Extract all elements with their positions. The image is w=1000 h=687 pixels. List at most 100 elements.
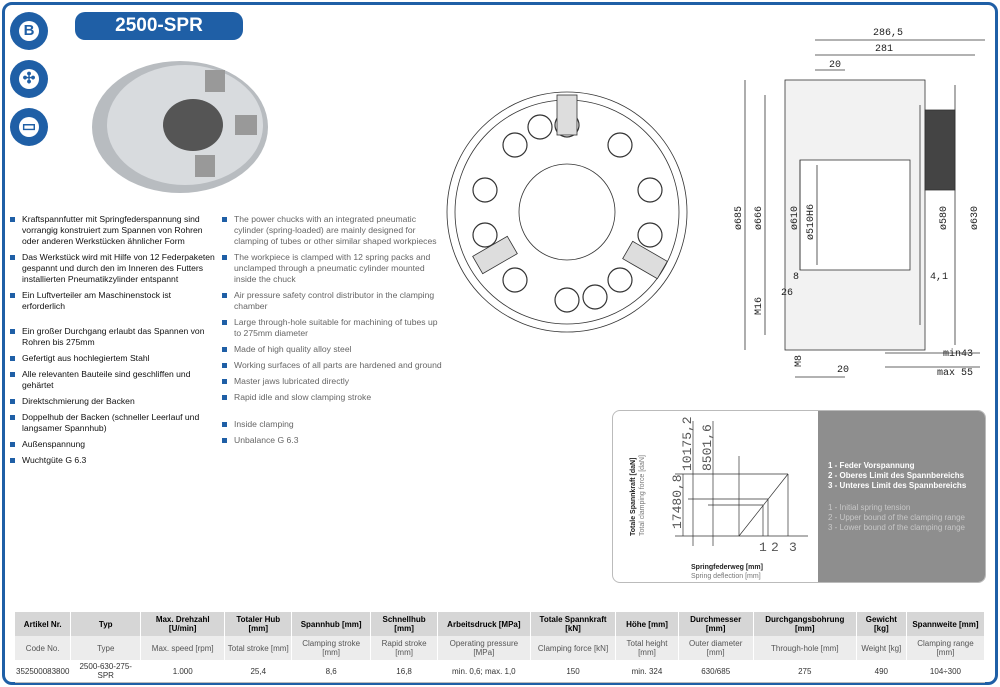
feature-de: Ein großer Durchgang erlaubt das Spannen… — [10, 326, 215, 348]
feature-de: Doppelhub der Backen (schneller Leerlauf… — [10, 412, 215, 434]
dim-8: 8 — [793, 272, 799, 283]
x-axis-label-en: Spring deflection [mm] — [691, 573, 761, 580]
table-cell: 25,4 — [224, 660, 293, 683]
dim-281: 281 — [875, 44, 893, 55]
product-photo — [92, 61, 268, 193]
header-cell: Spannhub [mm] — [291, 612, 372, 636]
header-cell-en: Clamping force [kN] — [530, 636, 617, 660]
technical-drawing: 286,5 281 20 ø685 ø666 ø610 ø510H6 ø580 … — [446, 28, 985, 379]
dim-min43: min43 — [943, 348, 973, 360]
features-english: The power chucks with an integrated pneu… — [222, 214, 447, 451]
header-cell: Arbeitsdruck [MPa] — [437, 612, 531, 636]
header-cell: Durchgangsbohrung [mm] — [753, 612, 857, 636]
dim-dia580: ø580 — [939, 206, 950, 230]
header-cell-en: Type — [70, 636, 142, 660]
dim-286-5: 286,5 — [873, 28, 903, 39]
x-tick: 1 — [759, 540, 767, 555]
dim-dia510: ø510H6 — [806, 204, 817, 240]
feature-en: Air pressure safety control distributor … — [222, 290, 447, 312]
legend-de: 2 - Oberes Limit des Spannbereichs — [828, 471, 965, 480]
header-cell-en: Weight [kg] — [856, 636, 907, 660]
feature-de: Kraftspannfutter mit Springfederspannung… — [10, 214, 215, 247]
force-label-1: 17480,8 — [670, 474, 685, 529]
dim-dia610: ø610 — [790, 206, 801, 230]
feature-en: The power chucks with an integrated pneu… — [222, 214, 447, 247]
feature-de: Wuchtgüte G 6.3 — [10, 455, 215, 466]
x-axis-label: Springfederweg [mm] — [691, 564, 763, 571]
table-cell: min. 324 — [615, 660, 679, 683]
force-label-3: 8501,6 — [700, 424, 715, 471]
feature-en: Made of high quality alloy steel — [222, 344, 447, 355]
feature-de: Alle relevanten Bauteile sind geschliffe… — [10, 369, 215, 391]
header-cell: Max. Drehzahl [U/min] — [140, 612, 226, 636]
feature-en: Large through-hole suitable for machinin… — [222, 317, 447, 339]
dim-max55: max 55 — [937, 368, 973, 379]
table-cell: 16,8 — [370, 660, 439, 683]
table-cell: 1.000 — [140, 660, 226, 683]
dim-26: 26 — [781, 288, 793, 299]
header-cell-en: Total stroke [mm] — [224, 636, 293, 660]
dim-dia666: ø666 — [754, 206, 765, 230]
header-cell: Durchmesser [mm] — [678, 612, 754, 636]
curve — [738, 473, 789, 537]
table-cell: 490 — [856, 660, 907, 683]
feature-de: Gefertigt aus hochlegiertem Stahl — [10, 353, 215, 364]
force-label-2: 10175,2 — [680, 416, 695, 471]
header-cell-en: Total height [mm] — [615, 636, 679, 660]
table-cell: 2500-630-275-SPR — [70, 660, 142, 683]
machine-icon: ▭ — [10, 108, 48, 146]
header-cell: Spannweite [mm] — [906, 612, 986, 636]
clamping-force-chart: 17480,8 10175,2 8501,6 1 2 3 Springfeder… — [612, 410, 986, 583]
table-cell: 104÷300 — [906, 660, 986, 683]
table-cell: 8,6 — [291, 660, 372, 683]
table-cell: 630/685 — [678, 660, 754, 683]
front-view — [446, 91, 688, 333]
header-cell-en: Rapid stroke [mm] — [370, 636, 439, 660]
x-tick: 3 — [789, 540, 797, 555]
table-cell: 352500083800 — [15, 660, 72, 683]
legend-en: 3 - Lower bound of the clamping range — [828, 523, 965, 532]
header-cell-en: Through-hole [mm] — [753, 636, 857, 660]
feature-en: The workpiece is clamped with 12 spring … — [222, 252, 447, 285]
dim-m16: M16 — [754, 297, 765, 315]
header-cell-en: Outer diameter [mm] — [678, 636, 754, 660]
product-title: 2500-SPR — [75, 12, 243, 40]
y-axis-label-en: Total clamping force [daN] — [639, 455, 646, 536]
header-cell: Gewicht [kg] — [856, 612, 907, 636]
feature-en: Unbalance G 6.3 — [222, 435, 447, 446]
header-cell-en: Operating pressure [MPa] — [437, 636, 531, 660]
legend-en: 1 - Initial spring tension — [828, 503, 911, 512]
header-cell-en: Clamping range [mm] — [906, 636, 986, 660]
feature-en: Working surfaces of all parts are harden… — [222, 360, 447, 371]
header-cell-en: Code No. — [15, 636, 72, 660]
dim-20: 20 — [829, 60, 841, 71]
header-cell: Totale Spannkraft [kN] — [530, 612, 617, 636]
feature-en: Rapid idle and slow clamping stroke — [222, 392, 447, 403]
feature-de: Direktschmierung der Backen — [10, 396, 215, 407]
table-cell: min. 0,6; max. 1,0 — [437, 660, 531, 683]
header-cell: Schnellhub [mm] — [370, 612, 439, 636]
chuck-jaws-icon: ✣ — [10, 60, 48, 98]
feature-de: Das Werkstück wird mit Hilfe von 12 Fede… — [10, 252, 215, 285]
header-cell: Höhe [mm] — [615, 612, 679, 636]
y-axis-label: Totale Spannkraft [daN] — [630, 458, 637, 536]
features-german: Kraftspannfutter mit Springfederspannung… — [10, 214, 215, 471]
legend-de: 3 - Unteres Limit des Spannbereichs — [828, 481, 967, 490]
header-cell-en: Max. speed [rpm] — [140, 636, 226, 660]
feature-en: Inside clamping — [222, 419, 447, 430]
dim-20-bottom: 20 — [837, 365, 849, 376]
feature-de: Außenspannung — [10, 439, 215, 450]
table-cell: 275 — [753, 660, 857, 683]
x-tick: 2 — [771, 540, 779, 555]
company-logo-icon: B — [10, 12, 48, 50]
feature-de: Ein Luftverteiler am Maschinenstock ist … — [10, 290, 215, 312]
chart-legend: 1 - Feder Vorspannung 2 - Oberes Limit d… — [818, 411, 985, 582]
dim-4-1: 4,1 — [930, 272, 948, 283]
table-cell: 150 — [530, 660, 617, 683]
header-cell: Typ — [70, 612, 142, 636]
